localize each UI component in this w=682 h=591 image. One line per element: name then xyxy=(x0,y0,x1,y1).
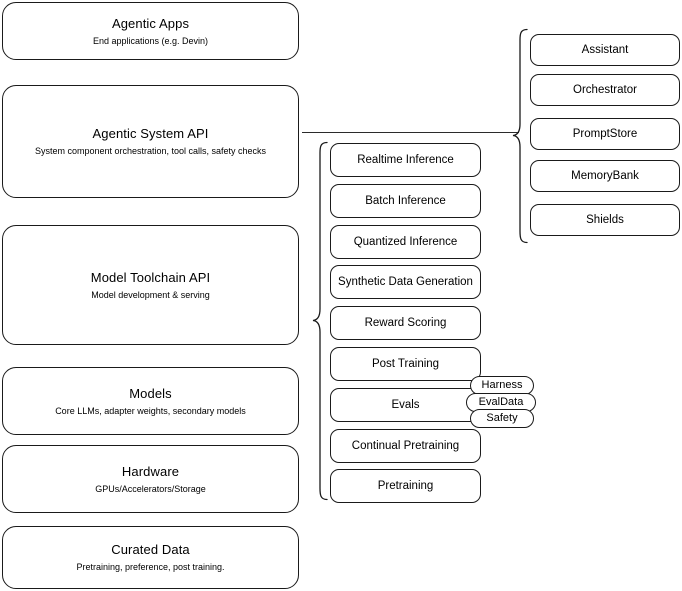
capability-box-post-training[interactable]: Post Training xyxy=(330,347,481,381)
layer-title: Agentic Apps xyxy=(111,15,190,31)
layer-title: Models xyxy=(129,385,172,401)
eval-badge-safety[interactable]: Safety xyxy=(470,409,534,428)
eval-badge-label: Harness xyxy=(481,379,523,391)
component-label: Orchestrator xyxy=(573,84,637,96)
connector-line-system-api-to-components xyxy=(302,132,519,133)
component-box-assistant[interactable]: Assistant xyxy=(530,34,680,66)
capability-label: Pretraining xyxy=(377,480,434,492)
capability-box-continual-pretraining[interactable]: Continual Pretraining xyxy=(330,429,481,463)
capability-label: Batch Inference xyxy=(365,195,446,207)
capability-box-synthetic-data-generation[interactable]: Synthetic Data Generation xyxy=(330,265,481,299)
eval-badge-label: EvalData xyxy=(478,396,524,408)
layer-subtitle: Core LLMs, adapter weights, secondary mo… xyxy=(55,405,246,416)
layer-box-curated-data[interactable]: Curated Data Pretraining, preference, po… xyxy=(2,526,299,589)
capability-label: Quantized Inference xyxy=(353,236,458,248)
capability-label: Post Training xyxy=(371,358,440,370)
component-box-memorybank[interactable]: MemoryBank xyxy=(530,160,680,192)
layer-subtitle: Pretraining, preference, post training. xyxy=(76,562,225,572)
component-label: Assistant xyxy=(581,44,629,56)
component-box-orchestrator[interactable]: Orchestrator xyxy=(530,74,680,106)
eval-badge-evaldata[interactable]: EvalData xyxy=(466,393,536,412)
capability-box-batch-inference[interactable]: Batch Inference xyxy=(330,184,481,218)
layer-title: Model Toolchain API xyxy=(90,269,211,285)
capability-label: Reward Scoring xyxy=(364,317,447,329)
capability-box-reward-scoring[interactable]: Reward Scoring xyxy=(330,306,481,340)
layer-box-model-toolchain-api[interactable]: Model Toolchain API Model development & … xyxy=(2,225,299,345)
layer-box-hardware[interactable]: Hardware GPUs/Accelerators/Storage xyxy=(2,445,299,513)
layer-box-agentic-system-api[interactable]: Agentic System API System component orch… xyxy=(2,85,299,198)
layer-box-models[interactable]: Models Core LLMs, adapter weights, secon… xyxy=(2,367,299,435)
capability-label: Continual Pretraining xyxy=(351,440,460,452)
capability-box-quantized-inference[interactable]: Quantized Inference xyxy=(330,225,481,259)
component-label: PromptStore xyxy=(572,128,638,140)
layer-title: Hardware xyxy=(121,463,180,479)
eval-badge-label: Safety xyxy=(486,412,518,424)
capability-label: Evals xyxy=(391,399,420,411)
component-box-shields[interactable]: Shields xyxy=(530,204,680,236)
component-label: MemoryBank xyxy=(571,170,639,182)
layer-subtitle: GPUs/Accelerators/Storage xyxy=(95,483,206,494)
layer-subtitle: System component orchestration, tool cal… xyxy=(34,146,267,156)
layer-subtitle: Model development & serving xyxy=(91,289,210,300)
layer-subtitle: End applications (e.g. Devin) xyxy=(92,35,209,46)
capability-box-evals[interactable]: Evals xyxy=(330,388,481,422)
capability-box-pretraining[interactable]: Pretraining xyxy=(330,469,481,503)
component-box-promptstore[interactable]: PromptStore xyxy=(530,118,680,150)
capability-box-realtime-inference[interactable]: Realtime Inference xyxy=(330,143,481,177)
component-label: Shields xyxy=(586,214,624,226)
brace-system-components xyxy=(512,28,528,254)
layer-box-agentic-apps[interactable]: Agentic Apps End applications (e.g. Devi… xyxy=(2,2,299,60)
brace-toolchain-capabilities xyxy=(312,141,328,521)
layer-title: Agentic System API xyxy=(92,126,209,141)
capability-label: Synthetic Data Generation xyxy=(338,276,473,288)
capability-label: Realtime Inference xyxy=(357,154,454,166)
layer-title: Curated Data xyxy=(111,542,190,557)
